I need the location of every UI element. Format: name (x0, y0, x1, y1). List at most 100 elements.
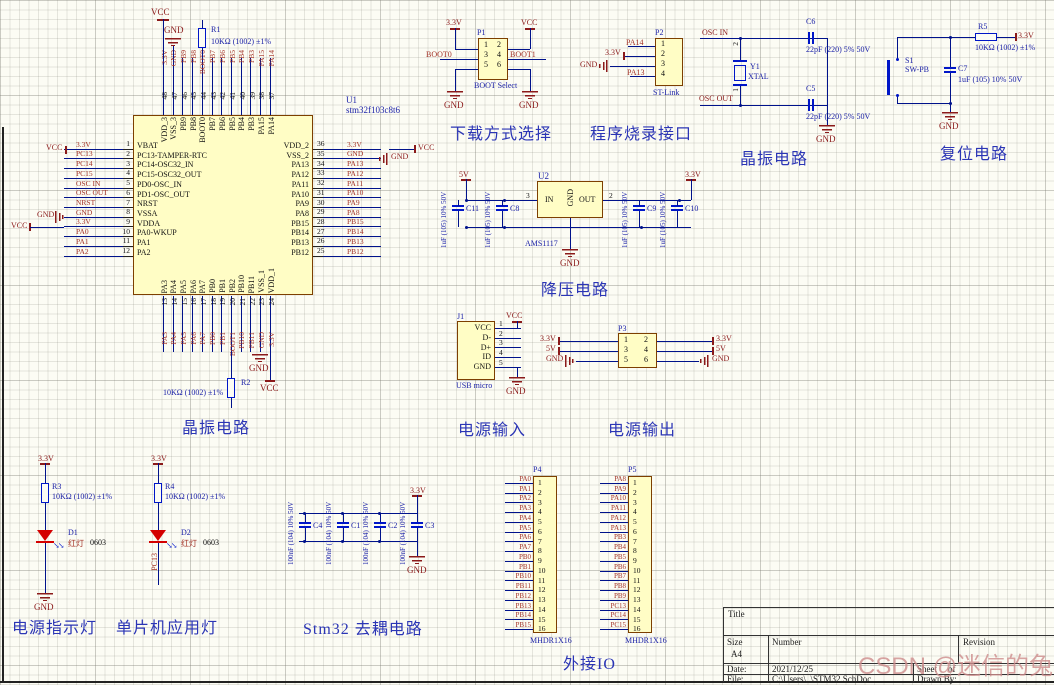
u2-comment: AMS1117 (525, 239, 558, 248)
cap-designator: C8 (510, 204, 520, 213)
cap-value: 100nF (104) 10% 50V (362, 501, 370, 565)
net-label: PC15 (76, 168, 93, 178)
net-label: PA6 (519, 533, 531, 542)
resistor-r5[interactable] (975, 33, 997, 41)
net-label: PB4 (237, 50, 247, 63)
gnd-symbol (55, 211, 64, 223)
net-label: PB5 (227, 50, 237, 63)
p4-nets: PA0 PA1 PA2 PA3 PA4 PA5 PA6 PA7 PB0 PB1 … (499, 475, 533, 632)
capacitor-c6[interactable] (808, 32, 814, 44)
c7-designator: C7 (958, 64, 968, 73)
pin-row: 33 PA12 (313, 168, 397, 180)
net-label: PA9 (347, 198, 360, 208)
pin-number: 24 (267, 298, 276, 306)
pin-col: 23 GND (256, 296, 266, 358)
switch-s1[interactable] (884, 58, 900, 98)
c5-value: 22pF (220) 5% 50V (806, 112, 871, 121)
pin-number: 8 (538, 546, 542, 556)
p4-body[interactable] (533, 476, 557, 633)
pin-name: GND (473, 362, 491, 372)
tb-date-label: Date: (727, 664, 747, 674)
net-label: PB4 (613, 543, 626, 551)
regulator-body[interactable] (537, 181, 603, 218)
pin-row: PA4 (499, 514, 533, 525)
gnd-symbol (252, 354, 269, 362)
capacitor-group[interactable]: 1uF (105) 10% 50V C9 (621, 178, 661, 250)
capacitor-group[interactable]: 100nF (104) 10% 50V C1 (325, 495, 365, 567)
capacitor-group[interactable]: 1uF (105) 10% 50V C10 (659, 178, 699, 250)
capacitor-group[interactable]: 100nF (104) 10% 50V C4 (287, 495, 327, 567)
pin-row: PA0 10 (40, 227, 133, 238)
p5-body[interactable] (628, 476, 652, 633)
pin-row: NRST 7 (40, 198, 133, 209)
net-label: PA7 (519, 543, 531, 551)
pin-number: 9 (126, 216, 130, 226)
resistor-r4[interactable] (154, 483, 162, 503)
j1-comment: USB micro (456, 381, 493, 390)
resistor-r3[interactable] (41, 483, 49, 503)
pin-name: PB7 (208, 117, 218, 131)
net-label: PA13 (347, 159, 364, 169)
capacitor-c7[interactable] (944, 67, 956, 73)
pin-number: 11 (122, 236, 130, 246)
capacitor-group[interactable]: 100nF (104) 10% 50V C2 (362, 495, 402, 567)
resistor-r1[interactable] (198, 28, 207, 48)
pin-number: 2 (126, 148, 130, 158)
net-label: PB15 (347, 217, 364, 227)
pin-col: PB6 42 (217, 50, 227, 115)
net-label: PB3 (613, 533, 626, 542)
sheet-border-bottom (0, 681, 1054, 683)
gnd-symbol (409, 556, 425, 564)
capacitor-group[interactable]: 100nF (104) 10% 50V C3 (399, 495, 439, 567)
stlink-body[interactable] (655, 38, 683, 86)
u2-pin2-number: 2 (609, 191, 613, 200)
pin-number: 2 (644, 335, 648, 344)
led-d2[interactable] (150, 530, 166, 541)
section-label-crystal2: 晶振电路 (182, 420, 251, 437)
capacitor-c5[interactable] (808, 99, 814, 111)
pin-name: PA13 (291, 160, 310, 170)
gnd-label: GND (444, 100, 464, 110)
pin-number: 1 (126, 139, 130, 149)
gnd-label: GND (712, 354, 730, 363)
cap-value: 1uF (105) 10% 50V (440, 191, 448, 248)
pin-row: OSC OUT 6 (40, 188, 133, 200)
usb-body[interactable] (457, 321, 495, 380)
pin-row: 36 3.3V (313, 139, 397, 151)
pin-name: PB6 (217, 117, 227, 131)
net-label: PA3 (159, 332, 169, 345)
pin-row: PC14 (594, 611, 628, 623)
net-label: PB0 (518, 552, 531, 561)
crystal-y1[interactable] (733, 60, 747, 86)
pin-name: PA10 (291, 189, 310, 199)
capacitor-group[interactable]: 1uF (105) 10% 50V C8 (484, 178, 524, 250)
section-label-reset: 复位电路 (940, 146, 1009, 163)
boot-select-body[interactable] (478, 38, 508, 80)
net-label: PA12 (347, 168, 364, 178)
net-label: PB10 (237, 332, 247, 349)
pin-row: PB3 (594, 533, 628, 545)
p4-designator: P4 (533, 465, 542, 474)
net-label: PB0 (208, 332, 218, 345)
pin-row: 26 PB13 (313, 236, 397, 248)
resistor-r2[interactable] (227, 378, 236, 398)
pin-number: 3 (499, 338, 503, 348)
pin-number: 12 (633, 585, 641, 595)
capacitor-group[interactable]: 1uF (105) 10% 50V C11 (440, 178, 480, 250)
gnd-label: GND (407, 565, 427, 575)
p3-body[interactable] (618, 333, 657, 368)
pin-number: 4 (538, 507, 542, 517)
pin-row: PA6 (499, 533, 533, 545)
r1-value: 10KΩ (1002) ±1% (211, 37, 272, 46)
cap-value: 1uF (105) 10% 50V (659, 191, 667, 248)
net-label: PB14 (515, 611, 531, 620)
p3-designator: P3 (618, 324, 627, 333)
y1-comment: XTAL (748, 72, 769, 81)
led-d1[interactable] (37, 530, 53, 541)
mcu-body[interactable] (133, 115, 313, 295)
pin-number: 4 (644, 344, 648, 354)
gnd-symbol (819, 125, 835, 133)
